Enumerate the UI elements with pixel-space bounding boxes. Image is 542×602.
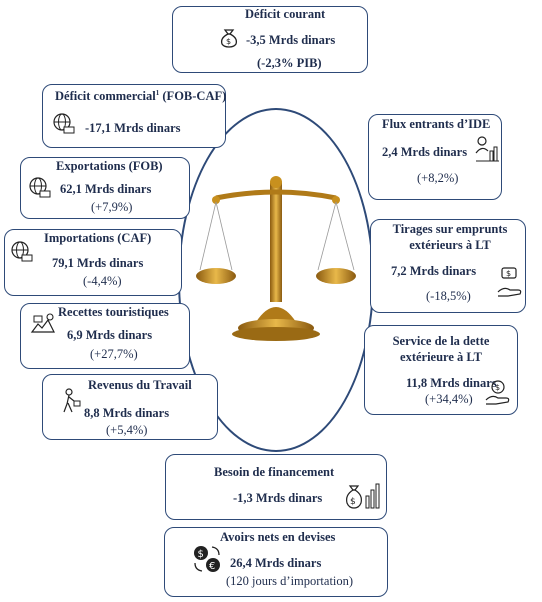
avoirs-nets-note: (120 jours d’importation): [226, 574, 354, 588]
besoin-financement-title: Besoin de financement: [214, 465, 335, 479]
tirages-box: [370, 219, 526, 313]
currency-exchange-icon: $ €: [194, 546, 220, 572]
exportations-title: Exportations (FOB): [56, 159, 163, 173]
deficit-courant-title: Déficit courant: [245, 7, 326, 21]
importations-title: Importations (CAF): [44, 231, 152, 245]
recettes-touristiques-value: 6,9 Mrds dinars: [67, 328, 153, 342]
flux-ide-value: 2,4 Mrds dinars: [382, 145, 468, 159]
tirages-change: (-18,5%): [426, 289, 471, 303]
exportations-value: 62,1 Mrds dinars: [60, 182, 152, 196]
revenus-travail-box: [42, 374, 218, 440]
importations-change: (-4,4%): [83, 274, 122, 288]
hand-money-icon: $: [497, 267, 522, 297]
avoirs-nets-box: [164, 527, 388, 597]
svg-text:€: €: [209, 561, 215, 572]
deficit-courant-box: [172, 6, 368, 73]
flux-ide-box: [368, 114, 502, 200]
recettes-touristiques-title: Recettes touristiques: [58, 305, 169, 319]
revenus-travail-value: 8,8 Mrds dinars: [84, 406, 170, 420]
globe-trade-icon: [29, 177, 51, 198]
exportations-change: (+7,9%): [91, 200, 133, 214]
recettes-touristiques-change: (+27,7%): [90, 347, 138, 361]
deficit-commercial-title: Déficit commercial1 (FOB-CAF): [55, 89, 227, 104]
tirages-title-line1: Tirages sur emprunts: [392, 222, 508, 236]
svg-text:$: $: [506, 269, 511, 278]
coin-hand-icon: $: [485, 380, 510, 405]
avoirs-nets-value: 26,4 Mrds dinars: [230, 556, 322, 570]
deficit-commercial-value: -17,1 Mrds dinars: [85, 121, 181, 135]
exportations-box: [20, 157, 190, 219]
svg-text:$: $: [226, 37, 231, 46]
svg-text:$: $: [350, 497, 356, 507]
service-dette-title-line1: Service de la dette: [392, 334, 490, 348]
importations-value: 79,1 Mrds dinars: [52, 256, 144, 270]
svg-text:$: $: [198, 549, 204, 560]
deficit-courant-value: -3,5 Mrds dinars: [246, 33, 336, 47]
importations-box: [4, 229, 182, 296]
revenus-travail-title: Revenus du Travail: [88, 378, 192, 392]
balance-scale-icon: [196, 176, 356, 341]
svg-text:$: $: [495, 383, 500, 392]
avoirs-nets-title: Avoirs nets en devises: [220, 530, 336, 544]
service-dette-title-line2: extérieure à LT: [400, 350, 482, 364]
service-dette-box: [364, 325, 518, 415]
tourism-icon: [30, 313, 55, 333]
revenus-travail-change: (+5,4%): [106, 423, 148, 437]
deficit-commercial-box: [42, 84, 226, 148]
service-dette-change: (+34,4%): [425, 392, 473, 406]
globe-trade-icon: [11, 241, 33, 262]
investment-icon: [475, 136, 499, 162]
tirages-title-line2: extérieurs à LT: [409, 238, 491, 252]
flux-ide-title: Flux entrants d’IDE: [382, 117, 491, 131]
money-bag-chart-icon: $: [346, 483, 380, 509]
worker-icon: [63, 388, 81, 413]
deficit-courant-note: (-2,3% PIB): [257, 56, 322, 70]
flux-ide-change: (+8,2%): [417, 171, 459, 185]
globe-trade-icon: [53, 113, 75, 134]
service-dette-value: 11,8 Mrds dinars: [406, 376, 497, 390]
tirages-value: 7,2 Mrds dinars: [391, 264, 477, 278]
besoin-financement-value: -1,3 Mrds dinars: [233, 491, 323, 505]
money-bag-icon: $: [220, 29, 238, 48]
